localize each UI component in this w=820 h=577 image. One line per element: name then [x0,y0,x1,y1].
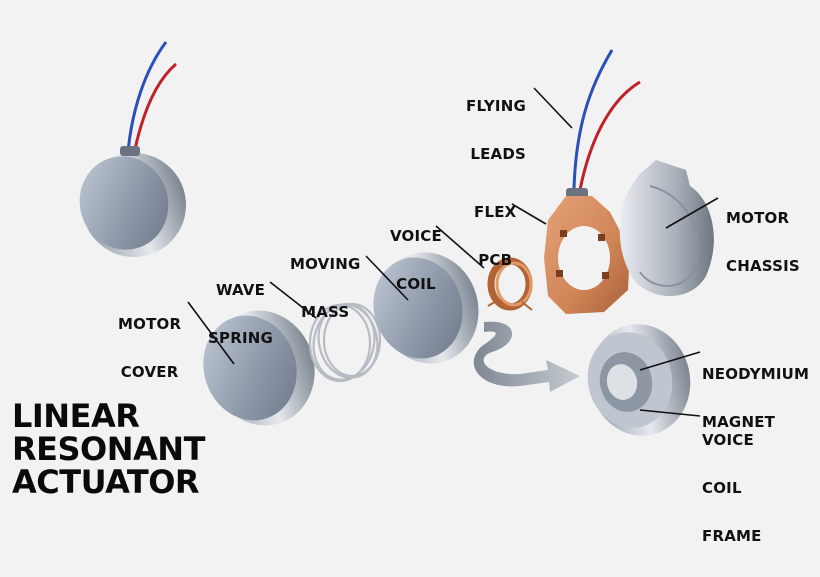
label-motor-chassis: MOTOR CHASSIS [726,209,800,275]
label-voice-coil: VOICE COIL [390,227,442,293]
moving-mass-part [373,252,479,364]
flex-pcb-part [544,49,641,314]
voice-coil-part [487,257,533,311]
label-flex-pcb: FLEX PCB [474,203,517,269]
label-wave-spring: WAVE SPRING [208,281,273,347]
leader-lines [187,87,719,417]
assembly-arrow [473,321,580,392]
label-neodymium-magnet: NEODYMIUM MAGNET [702,365,810,431]
wave-spring-part [308,302,382,383]
assembled-motor [79,41,186,257]
exploded-view-illustration [79,41,719,436]
label-motor-cover: MOTOR COVER [118,315,182,381]
diagram: FLYING LEADS FLEX PCB MOTOR CHASSIS VOIC… [12,41,810,544]
diagram-title: LINEAR RESONANT ACTUATOR [12,397,205,501]
motor-cover-part [203,310,315,426]
label-flying-leads: FLYING LEADS [466,97,526,163]
label-voice-coil-frame: VOICE COIL FRAME [702,431,762,545]
label-moving-mass: MOVING MASS [290,255,361,321]
voice-coil-frame-part [587,324,691,436]
